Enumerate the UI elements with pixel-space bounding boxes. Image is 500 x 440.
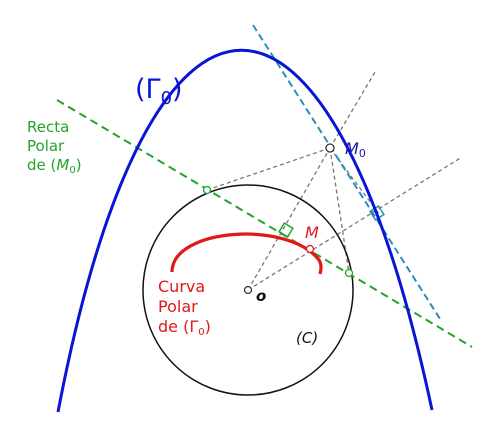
construction-lines (206, 71, 463, 291)
gamma0-label-close: ) (172, 74, 183, 105)
construction-line-m0-ray (329, 71, 376, 149)
curva-label-prefix: de (Γ (158, 317, 198, 336)
gamma0-label-main: (Γ (135, 74, 161, 105)
right-angle-marker-polar (278, 222, 294, 238)
m0-label-main: M (345, 139, 359, 158)
recta-label-m: M (56, 156, 69, 174)
recta-label-line3: de (M0) (27, 156, 82, 176)
curva-label-line2: Polar (158, 297, 198, 316)
point-o (243, 285, 253, 295)
construction-line-o-m0 (247, 147, 331, 291)
polar-line (56, 99, 473, 348)
recta-label-line1: Recta (27, 118, 69, 136)
m0-label: M0 (345, 139, 366, 160)
circle-c (142, 184, 354, 396)
gamma0-label: (Γ0) (135, 74, 183, 109)
gamma0-label-sub: 0 (161, 88, 172, 109)
point-m0 (325, 143, 335, 153)
curva-polar-label: Curva Polar de (Γ0) (158, 277, 211, 338)
point-tangent-right (344, 268, 354, 278)
circle-c-label: (C) (296, 329, 318, 347)
point-tangent-left (202, 185, 212, 195)
curva-label-sub: 0 (198, 327, 204, 338)
recta-label-line2: Polar (27, 137, 65, 155)
recta-label-prefix: de ( (27, 156, 56, 174)
construction-line-o-foot (247, 156, 463, 291)
tangent-line (252, 24, 443, 323)
recta-polar-label: Recta Polar de (M0) (27, 118, 82, 176)
curva-label-close: ) (205, 317, 211, 336)
curva-label-line3: de (Γ0) (158, 317, 211, 338)
point-m (305, 244, 315, 254)
o-label: o (256, 287, 266, 305)
curva-label-line1: Curva (158, 277, 205, 296)
m0-label-sub: 0 (359, 147, 366, 160)
m-label: M (305, 223, 319, 242)
gamma0-curve (56, 49, 434, 413)
construction-line-m0-tangent-point-left (206, 147, 331, 191)
recta-label-sub: 0 (69, 165, 75, 176)
polar-curve (170, 232, 323, 275)
recta-label-close: ) (76, 156, 82, 174)
